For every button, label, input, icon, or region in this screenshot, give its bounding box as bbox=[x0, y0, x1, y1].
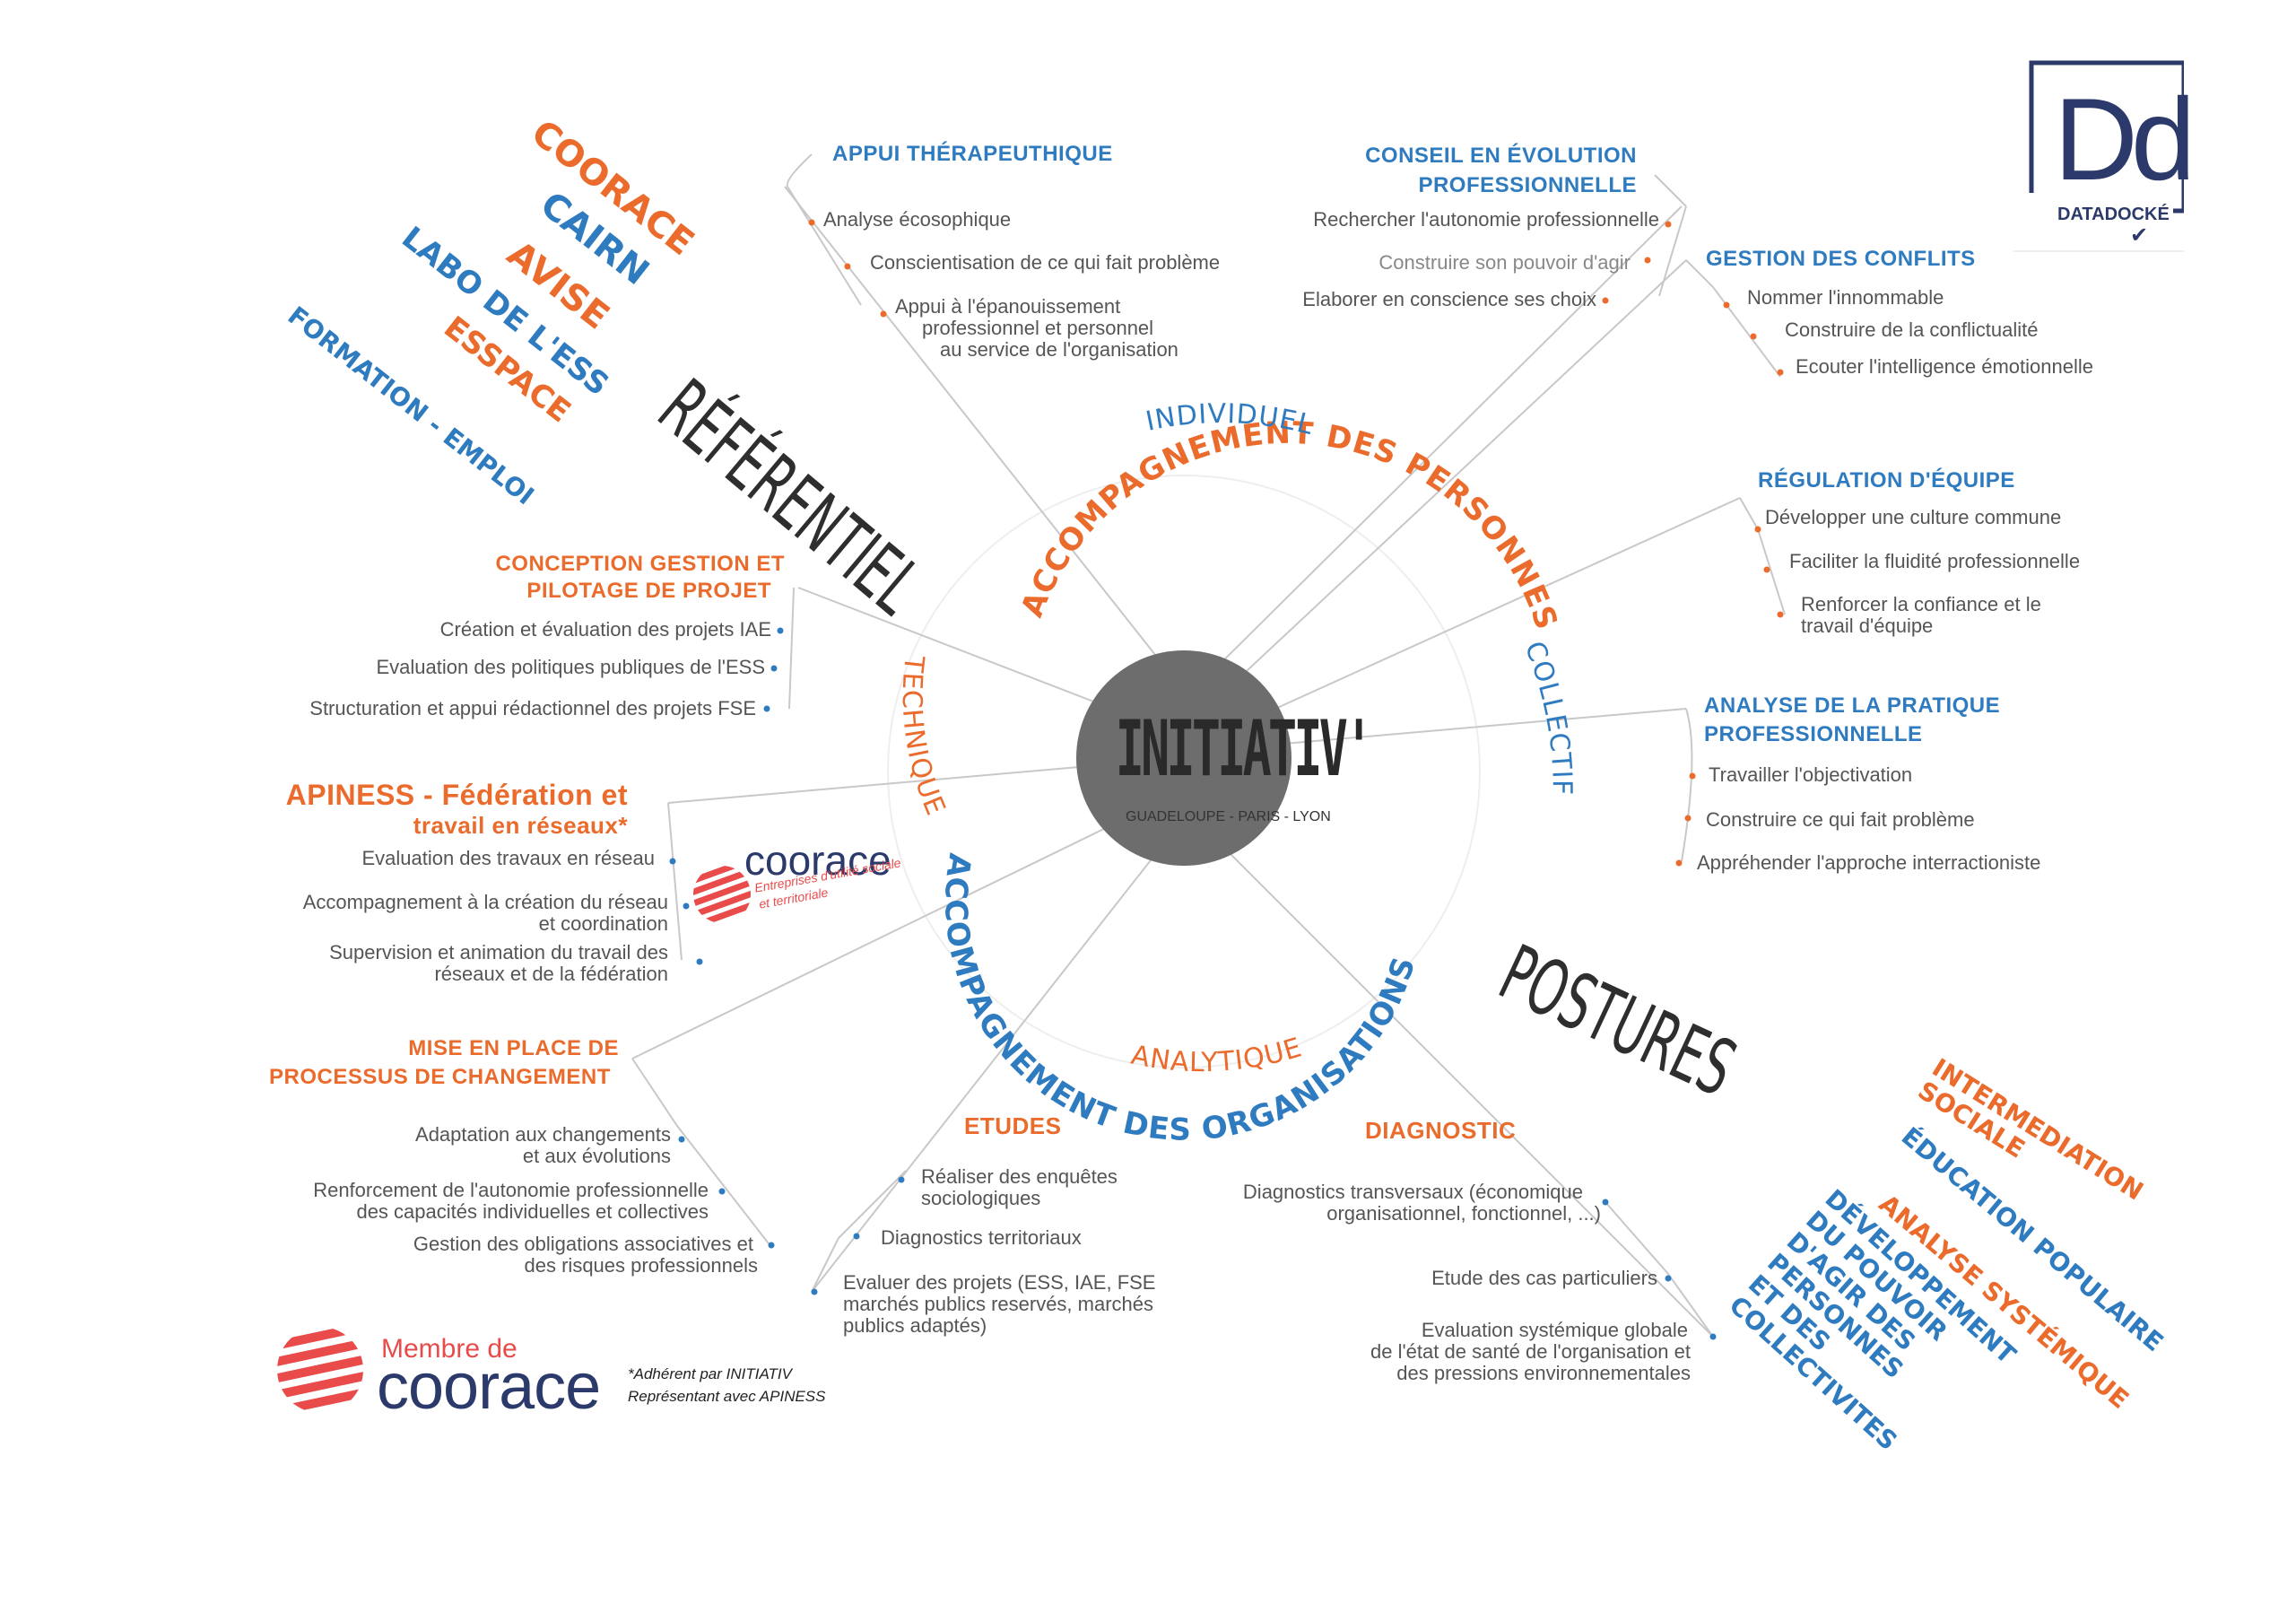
regulation-item: Développer une culture commune bbox=[1765, 506, 2062, 528]
conception-title: PILOTAGE DE PROJET bbox=[526, 579, 771, 603]
apiness-item: Evaluation des travaux en réseau bbox=[361, 847, 655, 869]
appui-item: au service de l'organisation bbox=[940, 338, 1178, 361]
mise-item: Renforcement de l'autonomie professionne… bbox=[313, 1179, 709, 1201]
center-subtitle: GUADELOUPE - PARIS - LYON bbox=[1126, 809, 1331, 824]
center-title: INITIATIV' bbox=[1115, 704, 1374, 794]
mise-title: MISE EN PLACE DE bbox=[408, 1036, 619, 1060]
appui-item: Appui à l'épanouissement bbox=[895, 295, 1121, 318]
etudes-item: marchés publics reservés, marchés bbox=[843, 1293, 1154, 1315]
arc-analytique: ANALYTIQUE bbox=[1128, 1032, 1306, 1078]
datadocke-letters: Dd bbox=[2054, 74, 2196, 205]
datadocke-label: DATADOCKÉ bbox=[2054, 205, 2173, 225]
conseil-item: Elaborer en conscience ses choix bbox=[1302, 288, 1596, 310]
appui-item: professionnel et personnel bbox=[922, 317, 1154, 339]
mise-item: Gestion des obligations associatives et bbox=[413, 1233, 753, 1255]
conseil-item: Rechercher l'autonomie professionnelle bbox=[1313, 208, 1659, 231]
conseil-item: Construire son pouvoir d'agir bbox=[1378, 251, 1631, 274]
conflits-item: Nommer l'innommable bbox=[1747, 286, 1944, 309]
bracket-curves bbox=[631, 153, 1786, 1338]
appui-item: Conscientisation de ce qui fait problème bbox=[870, 251, 1221, 274]
arc-accompagnement-personnes: ACCOMPAGNEMENT DES PERSONNES bbox=[1014, 415, 1564, 635]
conflits-item: Construire de la conflictualité bbox=[1785, 318, 2039, 341]
diagnostic-title: DIAGNOSTIC bbox=[1365, 1117, 1517, 1144]
regulation-title: RÉGULATION D'ÉQUIPE bbox=[1758, 468, 2015, 493]
analyse-item: Travailler l'objectivation bbox=[1709, 763, 1913, 786]
analyse-item: Construire ce qui fait problème bbox=[1706, 808, 1975, 831]
appui-item: Analyse écosophique bbox=[823, 208, 1012, 231]
check-icon: ✔ bbox=[2130, 223, 2149, 248]
analyse-title: PROFESSIONNELLE bbox=[1704, 722, 1923, 746]
apiness-item: Accompagnement à la création du réseau bbox=[302, 891, 668, 913]
guide-circle bbox=[887, 475, 1481, 1068]
diagnostic-item: des pressions environnementales bbox=[1396, 1362, 1691, 1384]
diagnostic-item: de l'état de santé de l'organisation et bbox=[1370, 1340, 1691, 1363]
coorace-member-name: coorace bbox=[377, 1351, 601, 1423]
apiness-item: Supervision et animation du travail des bbox=[329, 941, 668, 963]
appui-title: APPUI THÉRAPEUTHIQUE bbox=[832, 142, 1113, 166]
conflits-item: Ecouter l'intelligence émotionnelle bbox=[1796, 355, 2093, 378]
mise-item: Adaptation aux changements bbox=[415, 1123, 671, 1146]
apiness-title: travail en réseaux* bbox=[413, 812, 628, 839]
coorace-member-prefix: Membre de bbox=[381, 1334, 517, 1364]
arc-collectif: COLLECTIF bbox=[1518, 637, 1578, 796]
coorace-member-note: Représentant avec APINESS bbox=[628, 1388, 826, 1405]
coorace-member-logo-icon bbox=[277, 1327, 363, 1413]
conception-title: CONCEPTION GESTION ET bbox=[495, 552, 785, 576]
diagnostic-item: Etude des cas particuliers bbox=[1431, 1267, 1657, 1289]
mise-item: des risques professionnels bbox=[524, 1254, 758, 1277]
etudes-item: Réaliser des enquêtes bbox=[921, 1165, 1118, 1188]
regulation-item: Renforcer la confiance et le bbox=[1801, 593, 2041, 615]
coorace-small-name: coorace bbox=[744, 837, 891, 884]
etudes-item: Diagnostics territoriaux bbox=[881, 1226, 1082, 1249]
etudes-item: publics adaptés) bbox=[843, 1314, 987, 1337]
etudes-item: sociologiques bbox=[921, 1187, 1041, 1209]
conception-item: Structuration et appui rédactionnel des … bbox=[309, 697, 756, 719]
center-circle bbox=[1076, 650, 1292, 866]
conception-item: Evaluation des politiques publiques de l… bbox=[376, 656, 766, 678]
bullet-dots bbox=[669, 219, 1784, 1340]
mise-item: des capacités individuelles et collectiv… bbox=[356, 1200, 709, 1223]
conseil-title: CONSEIL EN ÉVOLUTION bbox=[1365, 144, 1637, 168]
arc-technique: TECHNIQUE bbox=[896, 653, 952, 820]
coorace-member-note: *Adhérent par INITIATIV bbox=[628, 1365, 792, 1382]
conception-item: Création et évaluation des projets IAE bbox=[439, 618, 771, 641]
arc-accompagnement-organisations: ACCOMPAGNEMENT DES ORGANISATIONS bbox=[937, 850, 1422, 1147]
conflits-title: GESTION DES CONFLITS bbox=[1706, 247, 1976, 271]
diagnostic-item: Evaluation systémique globale bbox=[1421, 1319, 1688, 1341]
regulation-item: Faciliter la fluidité professionnelle bbox=[1789, 550, 2081, 572]
apiness-item: réseaux et de la fédération bbox=[434, 963, 668, 985]
etudes-title: ETUDES bbox=[964, 1112, 1062, 1139]
regulation-item: travail d'équipe bbox=[1801, 615, 1934, 637]
coorace-small-logo-icon bbox=[693, 866, 751, 923]
mise-title: PROCESSUS DE CHANGEMENT bbox=[269, 1065, 611, 1089]
diagnostic-item: organisationnel, fonctionnel, ...) bbox=[1326, 1202, 1601, 1225]
analyse-title: ANALYSE DE LA PRATIQUE bbox=[1704, 693, 2001, 718]
diagnostic-item: Diagnostics transversaux (économique bbox=[1242, 1181, 1583, 1203]
etudes-item: Evaluer des projets (ESS, IAE, FSE bbox=[843, 1271, 1156, 1294]
analyse-item: Appréhender l'approche interractioniste bbox=[1697, 851, 2041, 874]
conseil-title: PROFESSIONNELLE bbox=[1418, 173, 1637, 197]
apiness-title: APINESS - Fédération et bbox=[285, 779, 628, 811]
apiness-item: et coordination bbox=[538, 912, 668, 935]
mise-item: et aux évolutions bbox=[522, 1145, 671, 1167]
